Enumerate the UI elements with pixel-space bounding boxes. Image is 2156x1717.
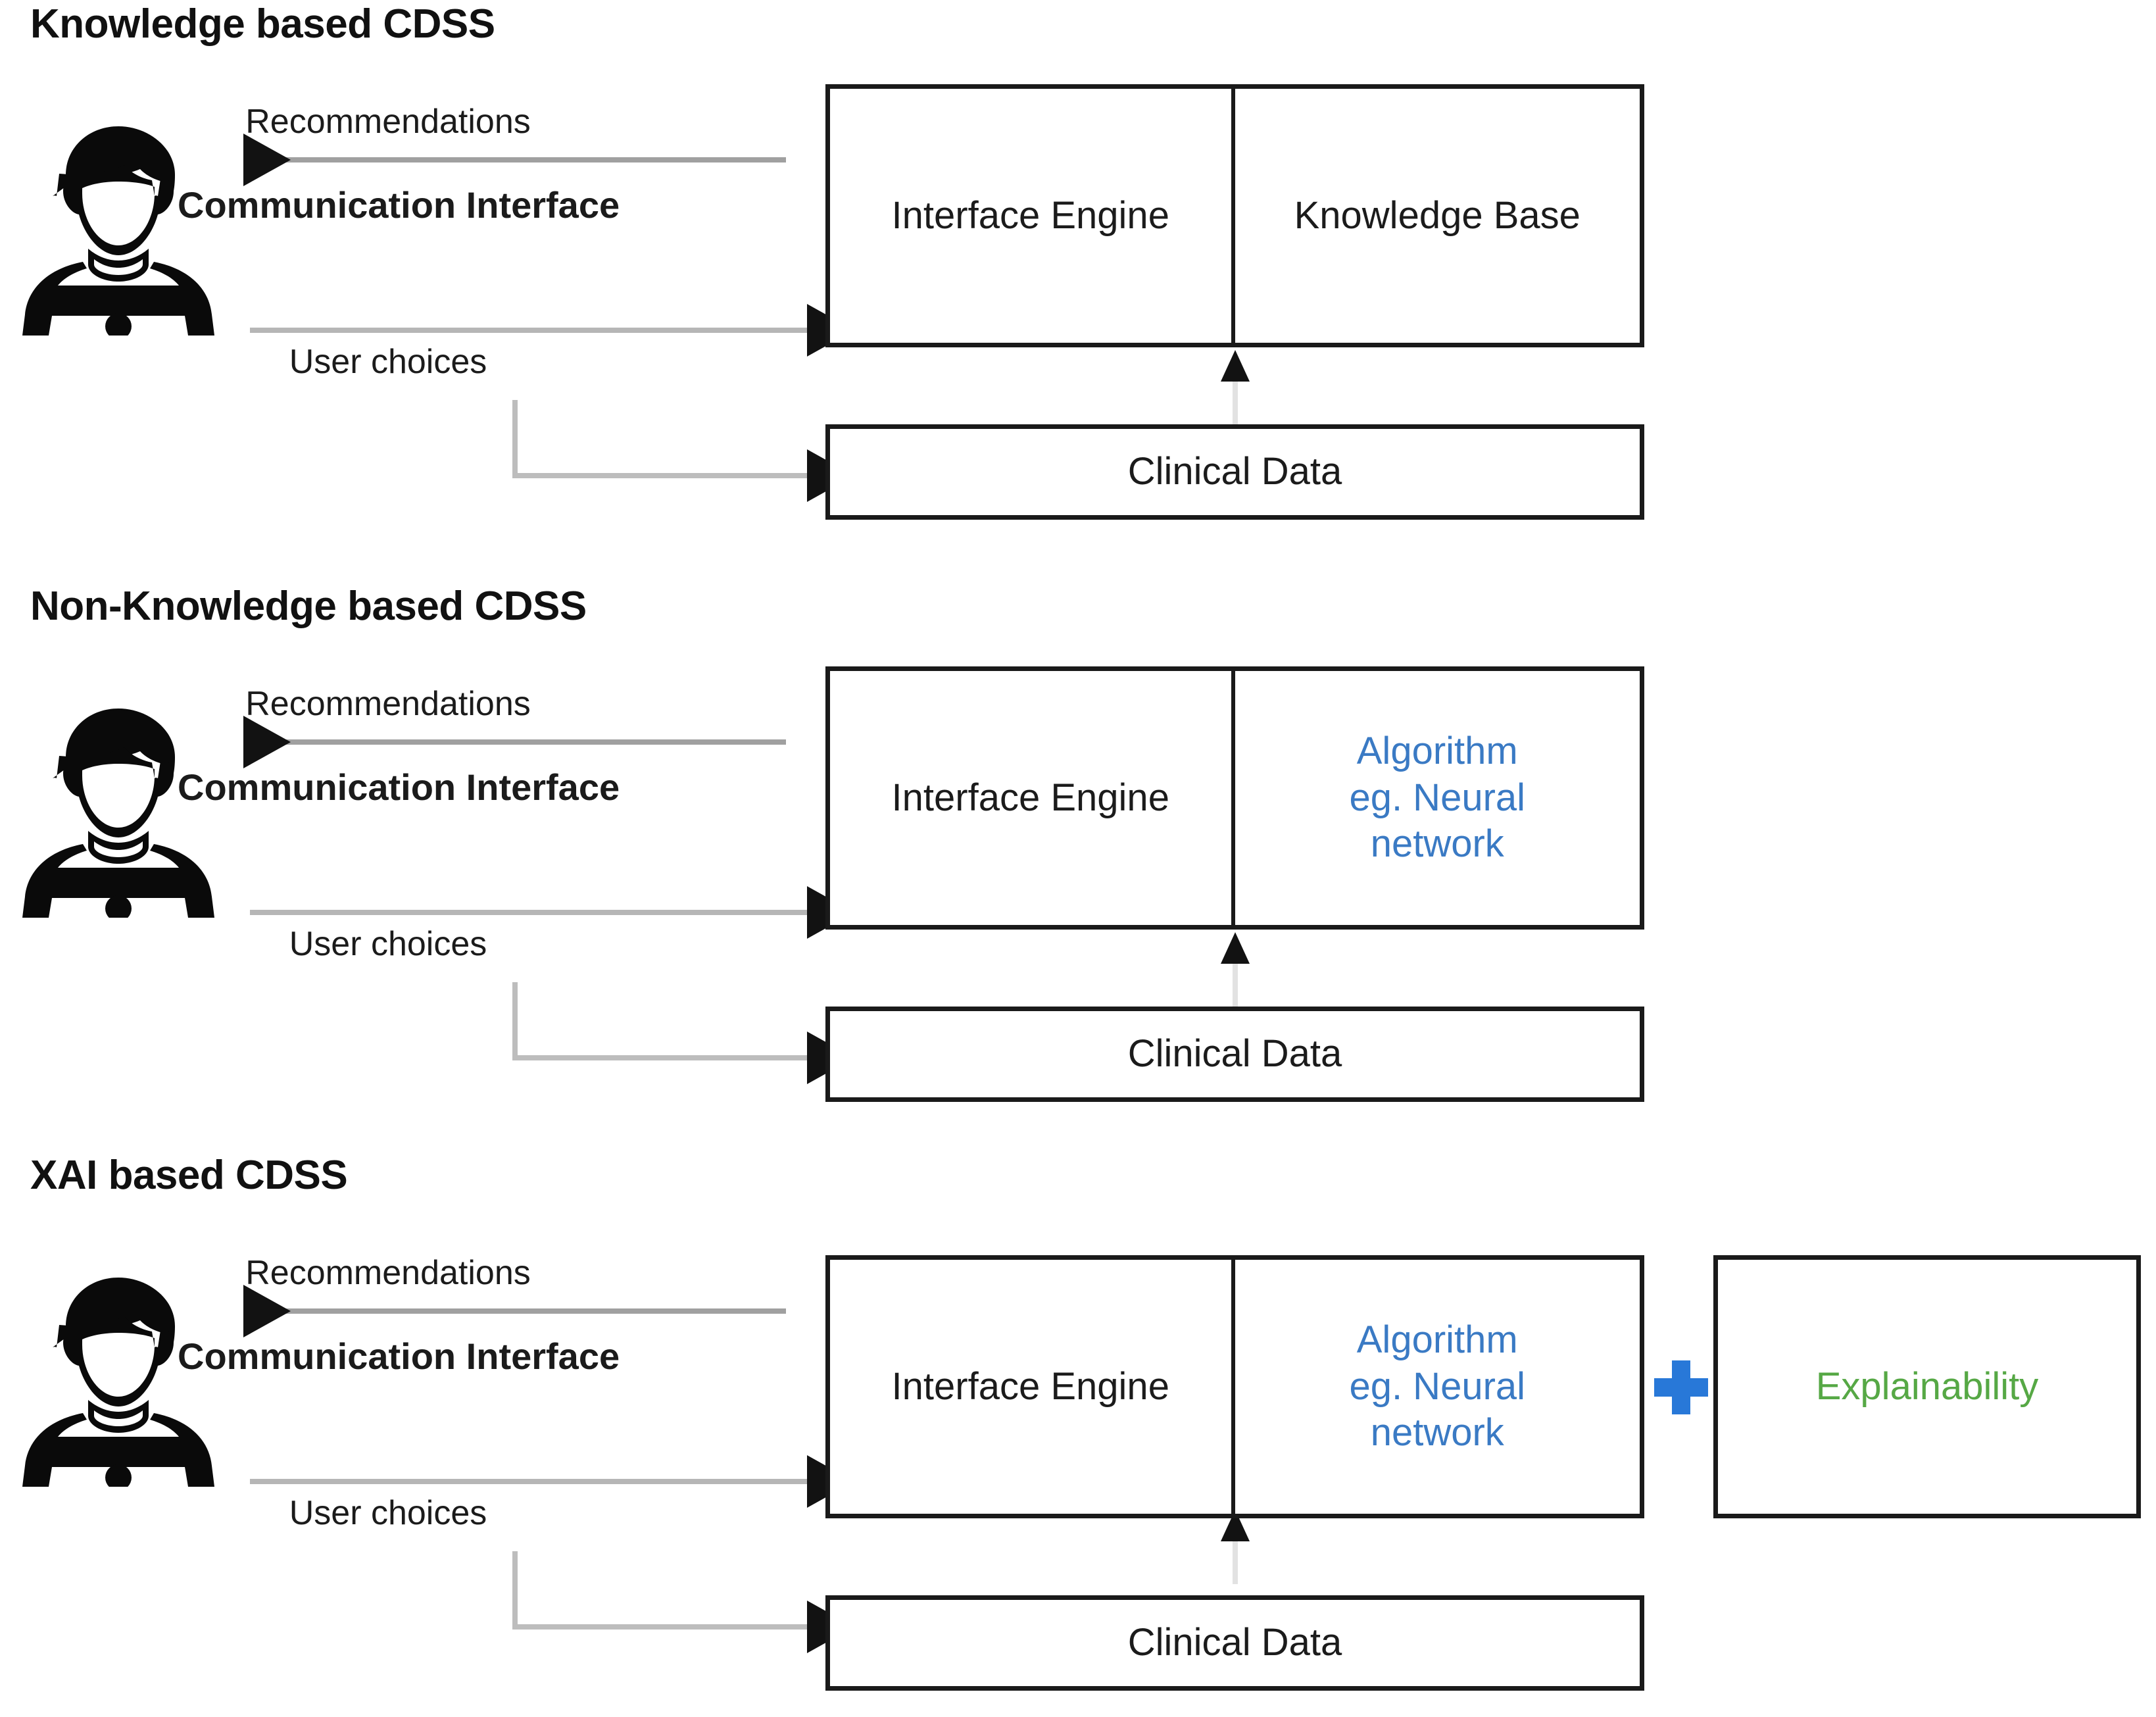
clinical-data-box-knowledge-based[interactable]: Clinical Data — [825, 424, 1644, 520]
clinical-data-box-non-knowledge-based[interactable]: Clinical Data — [825, 1007, 1644, 1102]
knowledge-base-cell[interactable]: Knowledge Base — [1235, 89, 1640, 343]
label-user-choices-xai-based: User choices — [289, 1494, 487, 1532]
person-at-desk-icon-non-knowledge — [22, 709, 214, 918]
label-communication-interface-xai-based: Communication Interface — [178, 1335, 620, 1377]
label-recommendations-non-knowledge-based: Recommendations — [245, 685, 531, 723]
algorithm-cell-xai-based[interactable]: Algorithm eg. Neural network — [1235, 1260, 1640, 1514]
clinical-data-box-xai-based[interactable]: Clinical Data — [825, 1595, 1644, 1691]
label-communication-interface-knowledge-based: Communication Interface — [178, 184, 620, 226]
clinical-data-label: Clinical Data — [1127, 450, 1342, 493]
knowledge-base-label: Knowledge Base — [1294, 193, 1580, 237]
interface-engine-cell-non-knowledge-based[interactable]: Interface Engine — [830, 671, 1235, 925]
algorithm-label: Algorithm eg. Neural network — [1349, 729, 1526, 866]
person-at-desk-icon — [22, 126, 214, 336]
plus-vertical-bar — [1672, 1360, 1690, 1414]
label-communication-interface-non-knowledge-based: Communication Interface — [178, 766, 620, 808]
clinical-data-label: Clinical Data — [1127, 1032, 1342, 1076]
interface-engine-label: Interface Engine — [891, 776, 1169, 819]
interface-engine-cell-xai-based[interactable]: Interface Engine — [830, 1260, 1235, 1514]
interface-engine-cell-knowledge-based[interactable]: Interface Engine — [830, 89, 1235, 343]
label-recommendations-xai-based: Recommendations — [245, 1254, 531, 1292]
engine-algorithm-box-non-knowledge-based[interactable]: Interface Engine Algorithm eg. Neural ne… — [825, 666, 1644, 930]
interface-engine-label: Interface Engine — [891, 193, 1169, 237]
label-user-choices-non-knowledge-based: User choices — [289, 925, 487, 963]
person-at-desk-icon-xai — [22, 1278, 214, 1487]
section-title-xai-based: XAI based CDSS — [30, 1153, 348, 1198]
label-recommendations-knowledge-based: Recommendations — [245, 103, 531, 141]
label-user-choices-knowledge-based: User choices — [289, 343, 487, 381]
explainability-label: Explainability — [1815, 1364, 2039, 1408]
interface-engine-label: Interface Engine — [891, 1364, 1169, 1408]
section-title-knowledge-based: Knowledge based CDSS — [30, 1, 495, 47]
engine-algorithm-box-xai-based[interactable]: Interface Engine Algorithm eg. Neural ne… — [825, 1255, 1644, 1518]
clinical-data-label: Clinical Data — [1127, 1621, 1342, 1664]
section-title-non-knowledge-based: Non-Knowledge based CDSS — [30, 584, 587, 629]
explainability-box[interactable]: Explainability — [1713, 1255, 2141, 1518]
algorithm-label: Algorithm eg. Neural network — [1349, 1318, 1526, 1455]
engine-knowledge-box-knowledge-based[interactable]: Interface Engine Knowledge Base — [825, 84, 1644, 347]
plus-icon — [1654, 1360, 1708, 1414]
algorithm-cell-non-knowledge-based[interactable]: Algorithm eg. Neural network — [1235, 671, 1640, 925]
